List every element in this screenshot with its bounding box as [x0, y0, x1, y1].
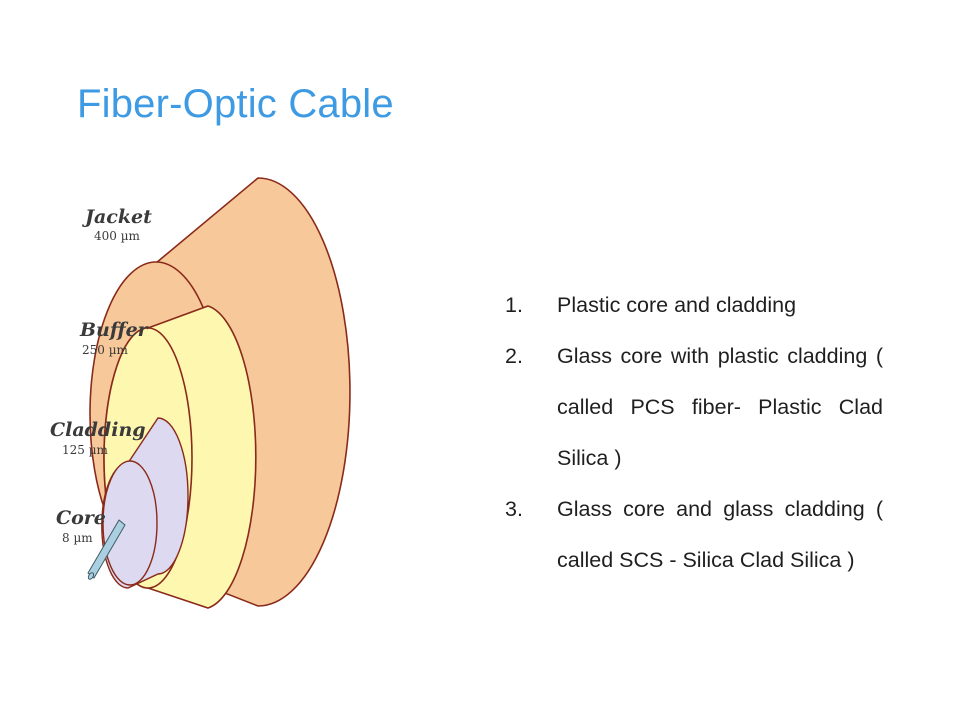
list-number: 2. — [505, 344, 523, 368]
core-tip — [87, 572, 95, 580]
slide-title: Fiber-Optic Cable — [77, 82, 394, 126]
list-number: 3. — [505, 497, 523, 521]
cladding-face — [102, 460, 158, 586]
core-label: Core — [56, 507, 106, 529]
buffer-size: 250 µm — [82, 343, 129, 357]
fiber-cable-diagram: Jacket 400 µm Buffer 250 µm Cladding 125… — [48, 168, 356, 624]
list-number: 1. — [505, 293, 523, 317]
list-item: 2. Glass core with plastic cladding ( ca… — [505, 331, 883, 484]
list-item: 1. Plastic core and cladding — [505, 280, 883, 331]
list-text: Glass core and glass cladding ( called S… — [557, 497, 883, 572]
fiber-types-list: 1. Plastic core and cladding 2. Glass co… — [505, 280, 883, 586]
cladding-label: Cladding — [50, 419, 146, 441]
jacket-size: 400 µm — [94, 229, 141, 243]
list-text: Plastic core and cladding — [557, 293, 797, 317]
list-text: Glass core with plastic cladding ( calle… — [557, 344, 883, 470]
buffer-label: Buffer — [79, 319, 150, 341]
core-size: 8 µm — [62, 531, 93, 545]
list-item: 3. Glass core and glass cladding ( calle… — [505, 484, 883, 586]
jacket-label: Jacket — [82, 206, 152, 228]
cladding-size: 125 µm — [62, 443, 109, 457]
